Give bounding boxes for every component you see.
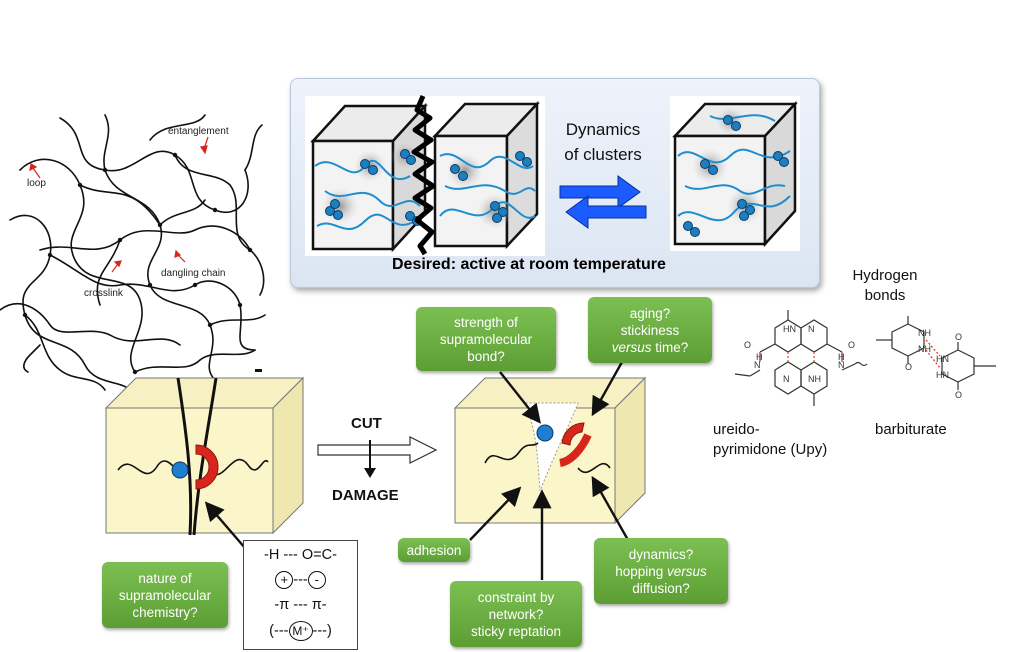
label-entanglement: entanglement [168, 126, 229, 137]
network-drawing [0, 114, 266, 391]
callout-strength-text: strength of supramolecular bond? [439, 314, 533, 364]
svg-text:O: O [744, 340, 751, 350]
svg-text:N: N [754, 360, 761, 370]
dyn-line-2b-italic: versus [667, 563, 707, 579]
dyn-line-2a: hopping [615, 563, 668, 579]
damage-label: DAMAGE [332, 487, 399, 504]
metal-left: (--- [269, 623, 289, 639]
desired-label: Desired: active at room temperature [392, 256, 666, 273]
callout-adhesion-text: adhesion [406, 542, 462, 558]
cut-label: CUT [351, 415, 382, 432]
callout-strength-of-bond: strength of supramolecular bond? [416, 307, 556, 371]
callout-constraint: constraint by network? sticky reptation [450, 581, 582, 647]
callout-constraint-text: constraint by network? sticky reptation [470, 589, 562, 639]
dynamics-of-clusters-label: Dynamics of clusters [564, 120, 642, 164]
svg-text:H: H [838, 352, 845, 362]
reversible-arrows [559, 175, 647, 229]
interaction-metal: (---M⁺---) [244, 621, 357, 641]
svg-text:N: N [783, 374, 790, 384]
label-loop: loop [27, 178, 46, 189]
callout-adhesion: adhesion [398, 538, 470, 562]
minus-charge: - [307, 571, 326, 589]
svg-text:NH: NH [918, 328, 931, 338]
polymer-network: entanglement loop crosslink dangling cha… [0, 110, 270, 391]
broken-cube-image [305, 95, 545, 256]
metal-ion: M⁺ [288, 621, 313, 641]
svg-text:HN: HN [783, 324, 796, 334]
interaction-ionic: +---- [244, 571, 357, 589]
metal-right: ---) [312, 623, 332, 639]
svg-text:O: O [905, 362, 912, 372]
healed-cube-image [670, 96, 800, 251]
barbiturate-label: barbiturate [875, 421, 947, 438]
callout-nature: nature of supramolecular chemistry? [102, 562, 228, 628]
intact-block [104, 376, 305, 536]
label-dangling-chain: dangling chain [161, 268, 226, 279]
interactions-box: -H --- O=C- +---- -π --- π- (---M⁺---) [243, 540, 358, 650]
interaction-hbond: -H --- O=C- [264, 547, 337, 563]
upy-label: ureido- pyrimidone (Upy) [713, 421, 828, 458]
svg-text:O: O [955, 390, 962, 400]
svg-text:N: N [808, 324, 815, 334]
svg-text:O: O [848, 340, 855, 350]
damaged-block [453, 376, 647, 525]
svg-text:H: H [756, 352, 763, 362]
svg-text:HN: HN [936, 370, 949, 380]
aging-line-3-rest: time? [651, 339, 689, 355]
svg-text:HN: HN [936, 354, 949, 364]
healed-cube-drawing [672, 100, 798, 248]
dyn-line-1: dynamics? [628, 546, 694, 562]
plus-charge: + [275, 571, 294, 589]
svg-text:NH: NH [808, 374, 821, 384]
hydrogen-bonds-title: Hydrogen bonds [852, 267, 918, 304]
svg-text:O: O [955, 332, 962, 342]
svg-text:N: N [838, 360, 845, 370]
ionic-dash: --- [293, 572, 308, 588]
label-crosslink: crosslink [84, 288, 123, 299]
callout-nature-text: nature of supramolecular chemistry? [118, 570, 212, 620]
barbiturate-structure: NH NH HN HN O O O [876, 316, 996, 400]
interaction-pi-stack: -π --- π- [274, 597, 327, 613]
dyn-line-3: diffusion? [632, 580, 690, 596]
aging-line-3-italic: versus [611, 339, 652, 355]
svg-text:NH: NH [918, 344, 931, 354]
dash-mark [255, 369, 262, 372]
cut-arrow [317, 436, 438, 464]
aging-line-2: stickiness [620, 322, 680, 338]
broken-cube-drawing [310, 95, 540, 256]
aging-line-1: aging? [629, 305, 671, 321]
damage-arrow [364, 440, 376, 478]
